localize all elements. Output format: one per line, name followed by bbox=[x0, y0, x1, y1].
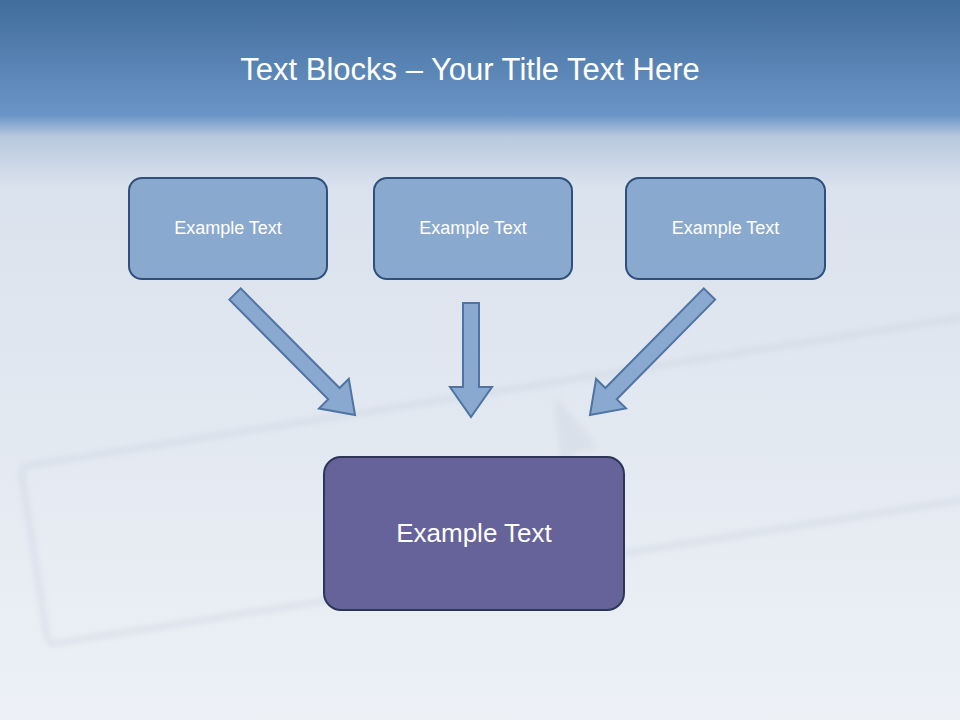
text-block: Example Text bbox=[625, 177, 826, 280]
block-arrow bbox=[590, 288, 715, 415]
address-bar-photo bbox=[20, 313, 960, 644]
block-text: Example Text bbox=[419, 218, 527, 239]
address-bar-outline bbox=[20, 313, 960, 644]
summary-block: Example Text bbox=[323, 456, 625, 611]
block-arrow bbox=[229, 288, 355, 415]
block-text: Example Text bbox=[396, 518, 552, 549]
block-text: Example Text bbox=[174, 218, 282, 239]
text-block: Example Text bbox=[128, 177, 328, 280]
slide-title: Text Blocks – Your Title Text Here bbox=[0, 52, 940, 88]
block-arrow bbox=[450, 303, 492, 417]
text-block: Example Text bbox=[373, 177, 573, 280]
block-text: Example Text bbox=[672, 218, 780, 239]
